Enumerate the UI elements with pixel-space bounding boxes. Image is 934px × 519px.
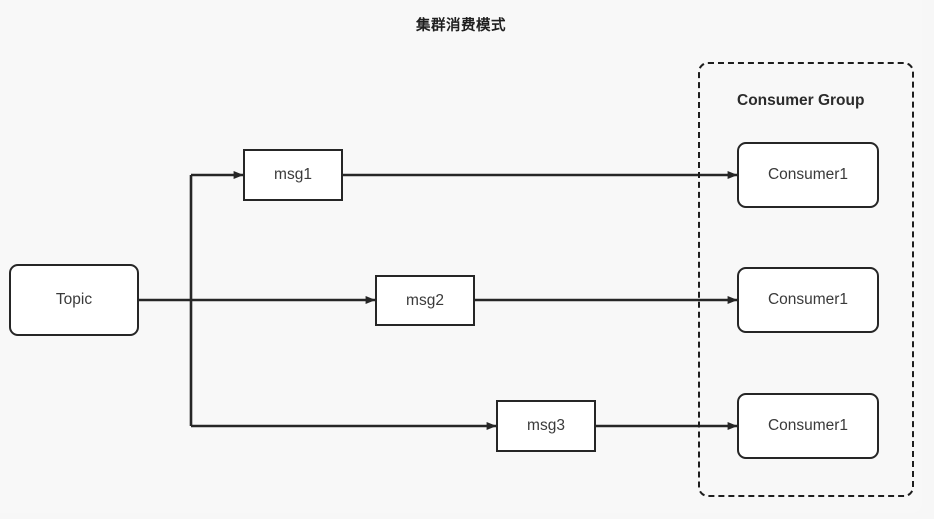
consumer-group-label: Consumer Group	[737, 92, 865, 109]
node-consumer-1[interactable]: Consumer1	[737, 142, 879, 208]
consumer-group-box	[698, 62, 914, 497]
node-consumer-1-label: Consumer1	[767, 166, 849, 183]
node-consumer-2[interactable]: Consumer1	[737, 267, 879, 333]
node-msg3[interactable]: msg3	[496, 400, 596, 452]
node-msg1[interactable]: msg1	[243, 149, 343, 201]
node-msg2-label: msg2	[406, 291, 444, 309]
node-topic[interactable]: Topic	[9, 264, 139, 336]
page-title: 集群消费模式	[416, 18, 506, 34]
node-msg3-label: msg3	[527, 417, 565, 434]
node-msg2[interactable]: msg2	[375, 275, 475, 326]
node-consumer-3-label: Consumer1	[767, 417, 849, 434]
node-consumer-2-label: Consumer1	[767, 291, 849, 308]
node-msg1-label: msg1	[274, 166, 312, 183]
node-consumer-3[interactable]: Consumer1	[737, 393, 879, 459]
node-topic-label: Topic	[55, 291, 93, 308]
